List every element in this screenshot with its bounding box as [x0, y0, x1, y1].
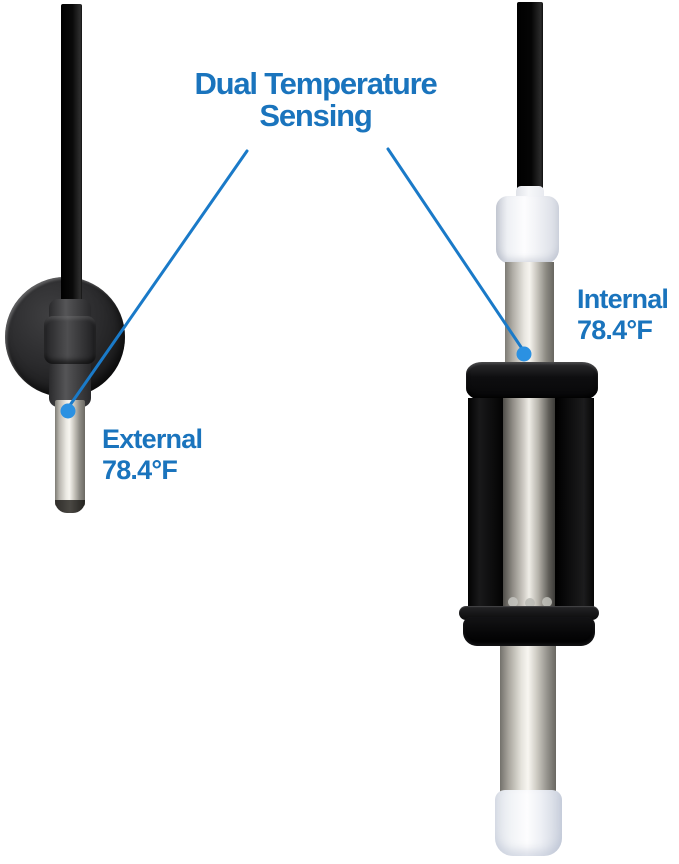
- external-label-text: External: [102, 424, 203, 454]
- internal-sensor-bottom-cap: [495, 790, 562, 856]
- internal-label-text: Internal: [577, 284, 669, 314]
- title-line-2: Sensing: [259, 98, 372, 133]
- internal-sensor-top-cap: [496, 196, 559, 264]
- internal-sensor-glints: [508, 597, 518, 607]
- internal-temperature-label: Internal 78.4°F: [577, 284, 669, 346]
- external-probe-end-cap: [55, 500, 85, 513]
- external-probe-cable: [61, 4, 82, 310]
- internal-sensor-bottom-flange: [463, 617, 595, 646]
- internal-sensor-tube-in-housing: [503, 398, 555, 608]
- internal-sensor-upper-tube: [505, 262, 554, 365]
- internal-sensor-bottom-flange-ring: [459, 606, 599, 620]
- page-title: Dual Temperature Sensing: [140, 68, 491, 132]
- internal-sensor-top-flange: [466, 362, 598, 400]
- title-line-1: Dual Temperature: [194, 66, 437, 101]
- internal-sensor-cable: [517, 2, 543, 192]
- internal-sensor-lower-tube: [500, 646, 556, 792]
- external-temperature-reading: 78.4°F: [102, 455, 178, 485]
- probe-holder-clip-band: [44, 316, 96, 364]
- external-probe-tip: [55, 400, 85, 506]
- external-temperature-label: External 78.4°F: [102, 424, 203, 486]
- internal-temperature-reading: 78.4°F: [577, 315, 653, 345]
